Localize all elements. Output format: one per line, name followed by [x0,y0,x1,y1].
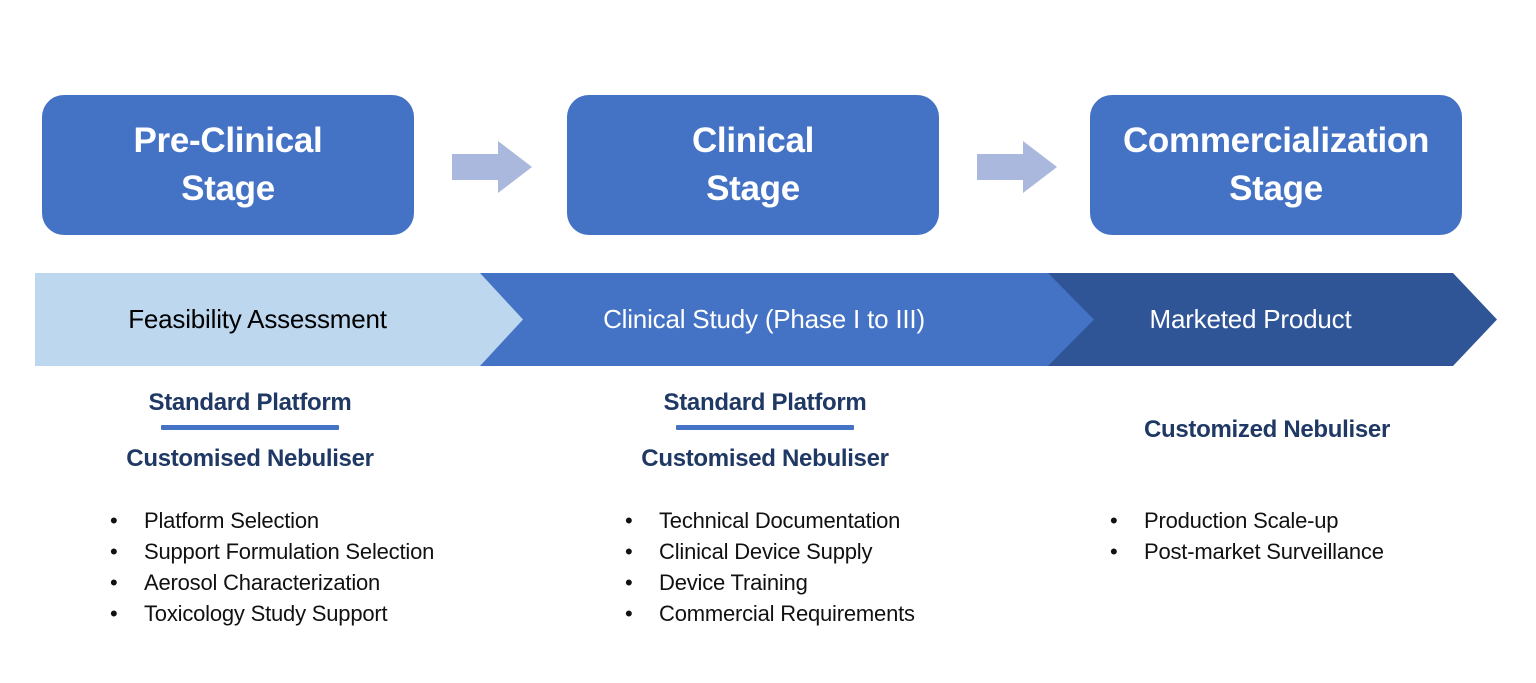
list-item: • Technical Documentation [607,505,1047,536]
heading-underline [676,425,854,430]
chevron-marketed-product [1048,273,1497,366]
stage-box-clinical: Clinical Stage [567,95,939,235]
column-header-clinical: Standard Platform Customised Nebuliser [595,388,935,474]
list-item-text: Clinical Device Supply [659,539,873,564]
bullet-marker: • [1110,508,1118,533]
right-arrow-icon [977,141,1057,193]
stage-title-line: Commercialization [1122,121,1430,160]
list-item-text: Support Formulation Selection [144,539,435,564]
list-item-text: Production Scale-up [1144,508,1339,533]
right-arrow-icon [452,141,532,193]
stage-title-line: Clinical [691,121,815,160]
process-chevron-band [35,273,1497,366]
stage-box-commercialization: Commercialization Stage [1090,95,1462,235]
heading-standard-platform: Standard Platform [663,389,867,416]
bullet-marker: • [625,508,633,533]
heading-underline [161,425,339,430]
list-item: • Aerosol Characterization [92,567,532,598]
stage-box-preclinical: Pre-Clinical Stage [42,95,414,235]
list-item: • Post-market Surveillance [1092,536,1532,567]
stage-title-line: Stage [181,169,275,208]
band-label-clinical-study: Clinical Study (Phase I to III) [603,304,925,334]
chevron-feasibility [35,273,523,366]
bullet-marker: • [625,601,633,626]
list-item-text: Technical Documentation [659,508,901,533]
list-item-text: Device Training [659,570,808,595]
bullet-list-clinical: • Technical Documentation • Clinical Devic… [607,505,1047,629]
right-arrow-shape [977,141,1057,193]
bullet-marker: • [625,570,633,595]
chevron-clinical-study [480,273,1094,366]
column-header-commercialization: Customized Nebuliser [1097,415,1437,445]
stage-title-line: Pre-Clinical [133,121,323,160]
list-item: • Commercial Requirements [607,598,1047,629]
right-arrow-shape [452,141,532,193]
column-header-preclinical: Standard Platform Customised Nebuliser [80,388,420,474]
heading-customised-nebuliser: Customised Nebuliser [126,445,374,472]
bullet-list-preclinical: • Platform Selection • Support Formulation… [92,505,532,629]
list-item: • Device Training [607,567,1047,598]
band-label-marketed-product: Marketed Product [1149,304,1352,334]
list-item: • Production Scale-up [1092,505,1532,536]
list-item-text: Toxicology Study Support [144,601,388,626]
bullet-marker: • [110,601,118,626]
band-label-feasibility: Feasibility Assessment [128,304,387,334]
list-item: • Support Formulation Selection [92,536,532,567]
bullet-marker: • [110,508,118,533]
list-item-text: Platform Selection [144,508,319,533]
list-item-text: Post-market Surveillance [1144,539,1384,564]
bullet-marker: • [625,539,633,564]
list-item: • Platform Selection [92,505,532,536]
list-item: • Clinical Device Supply [607,536,1047,567]
bullet-marker: • [110,570,118,595]
list-item-text: Commercial Requirements [659,601,915,626]
heading-customised-nebuliser: Customised Nebuliser [641,445,889,472]
stage-title-line: Stage [706,169,800,208]
list-item: • Toxicology Study Support [92,598,532,629]
bullet-marker: • [110,539,118,564]
bullet-marker: • [1110,539,1118,564]
list-item-text: Aerosol Characterization [144,570,381,595]
bullet-list-commercialization: • Production Scale-up • Post-market Survei… [1092,505,1532,567]
stage-title-line: Stage [1229,169,1323,208]
heading-customized-nebuliser: Customized Nebuliser [1143,416,1391,443]
heading-standard-platform: Standard Platform [148,389,352,416]
